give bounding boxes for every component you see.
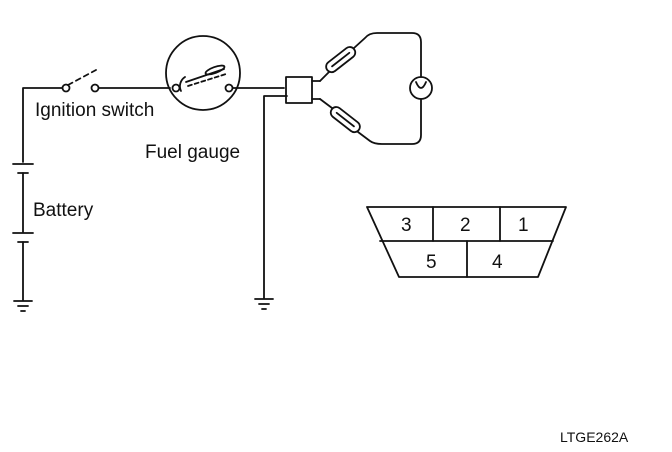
wire-top-left [22,87,63,163]
ground-symbol-left [13,300,33,312]
pin-4: 4 [492,252,503,273]
fuse-lower [329,106,361,134]
battery-circuit [12,87,63,312]
fuel-gauge-symbol [165,35,285,111]
sender-connector [285,76,321,104]
label-fuel-gauge: Fuel gauge [145,142,240,163]
sender-wires [319,32,422,145]
pin-2: 2 [460,215,471,236]
warning-lamp [409,76,433,100]
pin-5: 5 [426,252,437,273]
fuse-upper [325,46,357,74]
pin-3: 3 [401,215,412,236]
pin-1: 1 [518,215,529,236]
ignition-switch-symbol [61,69,171,93]
ground-symbol-right [254,298,274,310]
label-ignition-switch: Ignition switch [35,100,154,121]
connector-pin-diagram [366,206,567,278]
label-battery: Battery [33,200,94,221]
gauge-ground-circuit [254,95,288,310]
figure-code: LTGE262A [560,429,629,445]
